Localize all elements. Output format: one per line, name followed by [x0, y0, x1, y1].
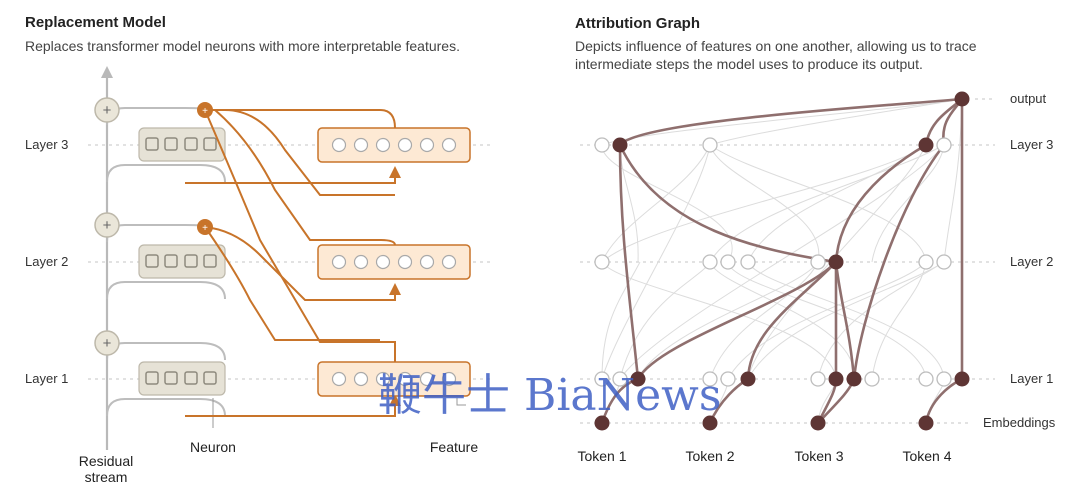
svg-text:+: +: [202, 223, 208, 234]
svg-text:+: +: [103, 102, 112, 119]
token-label-2: Token 2: [685, 448, 734, 464]
neuron-box-layer1: [138, 361, 226, 396]
feature-pointer: [456, 398, 466, 406]
watermark: 鞭牛士 BiaNews: [378, 370, 721, 421]
svg-text:+: +: [103, 217, 112, 234]
plus-icon: [94, 97, 120, 123]
svg-text:+: +: [202, 106, 208, 117]
neuron-box-layer2: [138, 244, 226, 279]
feature-box-layer1: [317, 361, 471, 397]
row-label-embeddings: Embeddings: [983, 415, 1056, 430]
token-label-4: Token 4: [902, 448, 951, 464]
feature-box-layer2: [317, 244, 471, 280]
left-subtitle: Replaces transformer model neurons with …: [25, 38, 460, 54]
inactive-nodes: [594, 137, 952, 387]
feature-connections: [185, 109, 401, 417]
row-label-layer3: Layer 3: [1010, 137, 1053, 152]
residual-arrow-icon: [101, 66, 113, 78]
left-title: Replacement Model: [25, 14, 166, 31]
embedding-node-token3: [810, 415, 826, 431]
plus-icon: [94, 330, 120, 356]
feature-label: Feature: [430, 439, 478, 455]
layer-label-2: Layer 2: [25, 254, 68, 269]
residual-label-line2: stream: [85, 469, 128, 485]
active-nodes: [594, 91, 970, 431]
feature-boxes: [317, 127, 471, 397]
plus-icon: [197, 102, 213, 118]
right-subtitle-line1: Depicts influence of features on one ano…: [575, 38, 977, 54]
row-label-layer1: Layer 1: [1010, 371, 1053, 386]
right-title: Attribution Graph: [575, 15, 700, 32]
token-label-3: Token 3: [794, 448, 843, 464]
feature-box-layer3: [317, 127, 471, 163]
embedding-node-token1: [594, 415, 610, 431]
row-label-layer2: Layer 2: [1010, 254, 1053, 269]
neuron-box-layer3: [138, 127, 226, 162]
output-node: [954, 91, 970, 107]
residual-plus-nodes: + + +: [94, 97, 120, 356]
residual-stream: [101, 66, 113, 450]
row-label-output: output: [1010, 91, 1047, 106]
embedding-node-token2: [702, 415, 718, 431]
residual-label-line1: Residual: [79, 453, 133, 469]
feature-plus-nodes: + +: [197, 102, 213, 235]
plus-icon: [197, 219, 213, 235]
layer-label-1: Layer 1: [25, 371, 68, 386]
plus-icon: [94, 212, 120, 238]
token-label-1: Token 1: [577, 448, 626, 464]
neuron-boxes: [138, 127, 226, 396]
layer-label-3: Layer 3: [25, 137, 68, 152]
svg-text:+: +: [103, 335, 112, 352]
right-subtitle-line2: intermediate steps the model uses to pro…: [575, 56, 923, 72]
embedding-node-token4: [918, 415, 934, 431]
neuron-label: Neuron: [190, 439, 236, 455]
